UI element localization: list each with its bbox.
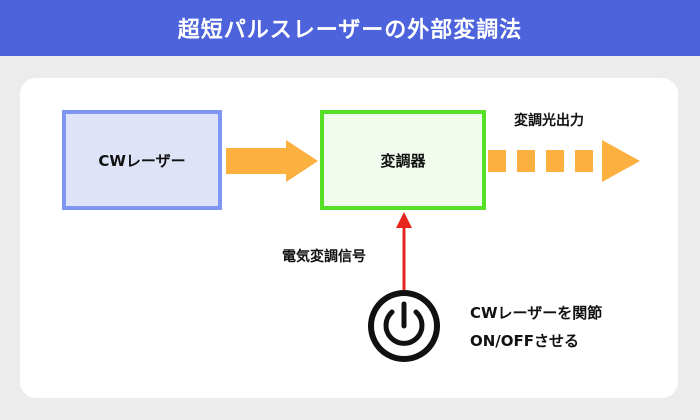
output-label: 変調光出力 [514, 113, 584, 129]
cw-laser-box: CWレーザー [62, 110, 222, 210]
modulator-box: 変調器 [320, 110, 486, 210]
power-description-line1: CWレーザーを関節 [470, 304, 603, 322]
power-description-line2: ON/OFFさせる [470, 332, 580, 350]
arrow-up-icon [396, 212, 412, 290]
power-icon[interactable] [368, 290, 440, 362]
arrow-right-icon [226, 140, 318, 182]
page-title: 超短パルスレーザーの外部変調法 [0, 0, 700, 56]
modulator-label: 変調器 [380, 151, 426, 170]
dashed-arrow-right-icon [488, 140, 640, 182]
cw-laser-label: CWレーザー [98, 151, 186, 170]
signal-label: 電気変調信号 [282, 249, 366, 265]
